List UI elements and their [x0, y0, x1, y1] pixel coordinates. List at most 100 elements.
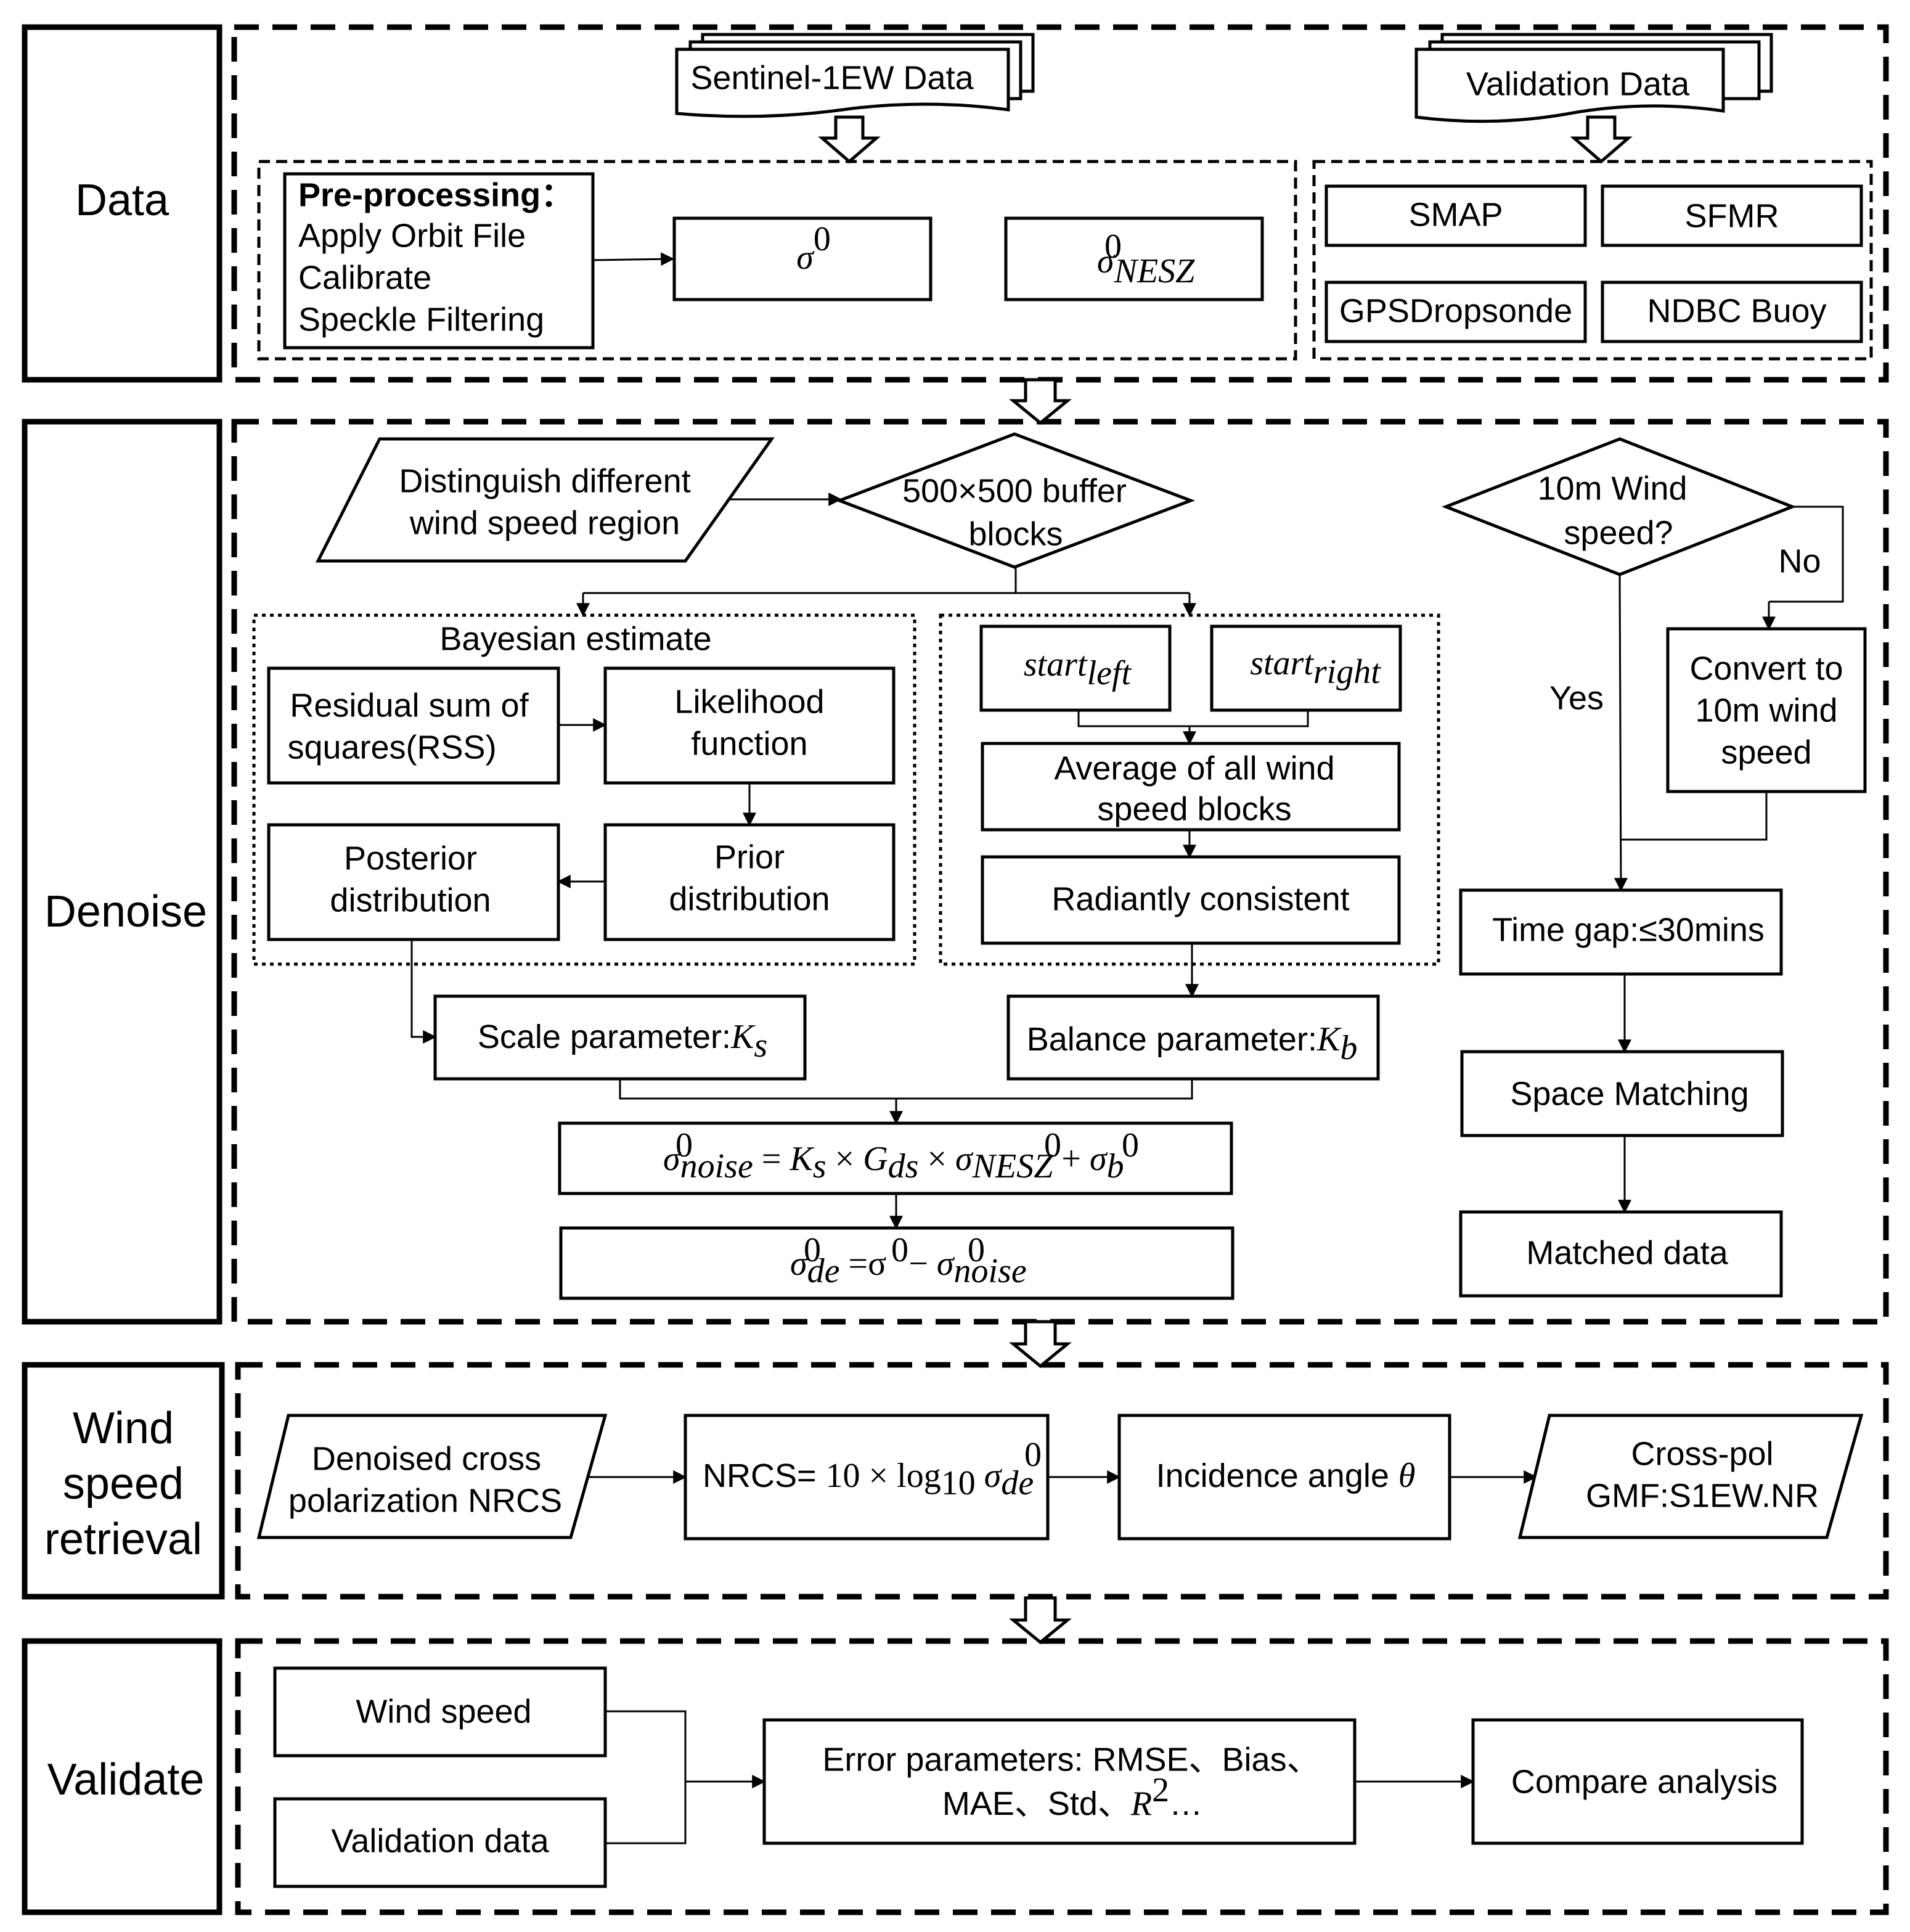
svg-text:Validate: Validate — [47, 1755, 205, 1804]
section-label-wind-speed-retrieval: Wind speed retrieval — [22, 1362, 225, 1600]
hollow-arrow-data-to-denoise — [1008, 378, 1072, 425]
svg-text:Distinguish different: Distinguish different — [399, 462, 690, 499]
ndbc-buoy-box: NDBC Buoy — [1601, 280, 1863, 343]
posterior-box: Posterior distribution — [267, 823, 560, 941]
svg-text:0: 0 — [1104, 227, 1122, 266]
svg-text:speed blocks: speed blocks — [1097, 790, 1291, 827]
svg-text:GMF:S1EW.NR: GMF:S1EW.NR — [1586, 1477, 1819, 1514]
denoised-formula-sup-2: 0 — [891, 1231, 908, 1269]
denoised-formula-box: 0 0 0 σde =σ − σnoise — [559, 1226, 1235, 1300]
svg-text:speed?: speed? — [1564, 514, 1673, 551]
svg-text:Pre-processing：: Pre-processing： — [298, 176, 574, 213]
svg-text:Speckle Filtering: Speckle Filtering — [298, 301, 544, 338]
validation-sources-group — [1312, 160, 1873, 361]
svg-text:Residual sum of: Residual sum of — [290, 687, 529, 724]
start-left-box: startleft — [979, 624, 1172, 712]
svg-text:Convert to: Convert to — [1689, 650, 1843, 687]
denoised-formula: σde =σ − σnoise — [790, 1245, 1027, 1290]
svg-text:GPSDropsonde: GPSDropsonde — [1339, 292, 1572, 329]
validation-data-box: Validation data — [273, 1797, 607, 1888]
svg-text:Matched data: Matched data — [1526, 1234, 1728, 1271]
svg-text:Validation data: Validation data — [331, 1822, 549, 1859]
noise-formula-sup-1: 0 — [675, 1126, 693, 1165]
frame-validate — [235, 1638, 1889, 1915]
svg-text:MAE、Std、R2…: MAE、Std、R2… — [942, 1771, 1202, 1823]
denoised-formula-sup-3: 0 — [968, 1231, 985, 1269]
svg-text:squares(RSS): squares(RSS) — [287, 729, 496, 766]
nrcs-formula-prefix: NRCS= — [703, 1457, 826, 1494]
svg-text:speed: speed — [63, 1459, 184, 1508]
svg-text:10m Wind: 10m Wind — [1537, 470, 1687, 507]
svg-text:Space Matching: Space Matching — [1510, 1075, 1749, 1112]
svg-text:startright: startright — [1250, 644, 1381, 691]
svg-text:Balance parameter:Kb: Balance parameter:Kb — [1027, 1020, 1358, 1067]
error-parameters-box: Error parameters: RMSE、Bias、 MAE、Std、R2… — [762, 1718, 1357, 1845]
time-gap-box: Time gap:≤30mins — [1459, 888, 1783, 976]
compare-analysis-box: Compare analysis — [1471, 1718, 1804, 1845]
convert-10m-box: Convert to 10m wind speed — [1666, 627, 1867, 793]
svg-text:Apply Orbit File: Apply Orbit File — [298, 217, 526, 254]
noise-formula-sup-2: 0 — [1044, 1126, 1061, 1165]
connector-validate-inputs — [605, 1710, 687, 1844]
svg-text:Incidence angle θ: Incidence angle θ — [1156, 1457, 1416, 1495]
svg-text:Time gap:≤30mins: Time gap:≤30mins — [1492, 911, 1765, 948]
section-label-data: Data — [22, 24, 222, 383]
svg-text:distribution: distribution — [669, 880, 830, 917]
likelihood-box: Likelihood function — [603, 666, 896, 785]
svg-text:polarization NRCS: polarization NRCS — [288, 1482, 562, 1519]
sentinel-data-document: Sentinel-1EW Data — [675, 33, 1035, 118]
svg-text:wind speed region: wind speed region — [409, 504, 680, 541]
radiantly-consistent-box: Radiantly consistent — [981, 855, 1401, 945]
denoised-formula-sup-1: 0 — [804, 1231, 821, 1269]
svg-text:SMAP: SMAP — [1408, 196, 1503, 233]
noise-formula-sup-3: 0 — [1122, 1126, 1139, 1165]
scale-parameter-box: Scale parameter:Ks — [433, 994, 807, 1081]
section-label-validate: Validate — [22, 1638, 222, 1915]
svg-text:Radiantly consistent: Radiantly consistent — [1051, 880, 1349, 917]
arrow-preprocess-to-sigma0 — [592, 252, 675, 266]
svg-text:speed: speed — [1721, 734, 1811, 771]
hollow-arrow-sentinel — [818, 115, 881, 164]
svg-text:Denoise: Denoise — [44, 887, 207, 936]
nrcs-formula: 10 × log — [826, 1457, 941, 1495]
noise-formula: σnoise = Ks × Gds × σNESZ + σb — [663, 1140, 1124, 1185]
connector-starts — [1077, 710, 1309, 727]
frame-data — [231, 24, 1889, 383]
matched-data-box: Matched data — [1459, 1210, 1783, 1298]
average-wind-blocks-box: Average of all wind speed blocks — [981, 742, 1401, 832]
svg-text:10m wind: 10m wind — [1695, 692, 1837, 729]
no-label: No — [1778, 542, 1821, 579]
noise-formula-box: 0 0 0 σnoise = Ks × Gds × σNESZ + σb — [558, 1121, 1233, 1195]
svg-text:Data: Data — [75, 176, 169, 225]
connector-params — [619, 1079, 1193, 1100]
bayesian-estimate-group — [252, 613, 916, 966]
yes-label: Yes — [1549, 679, 1604, 716]
bayesian-estimate-title: Bayesian estimate — [439, 620, 711, 657]
svg-text:Average of all wind: Average of all wind — [1054, 750, 1334, 787]
svg-text:Error parameters: RMSE、Bias、: Error parameters: RMSE、Bias、 — [822, 1741, 1320, 1778]
balance-parameter-box: Balance parameter:Kb — [1006, 994, 1380, 1081]
svg-text:Cross-pol: Cross-pol — [1631, 1435, 1773, 1472]
denoised-nrcs-input: Denoised cross polarization NRCS — [256, 1414, 608, 1539]
preprocess-group — [257, 160, 1297, 361]
svg-text:σNESZ: σNESZ — [1097, 242, 1195, 290]
space-matching-box: Space Matching — [1460, 1050, 1784, 1137]
sigma0-box: σ0 — [672, 216, 933, 301]
connector-convert-join — [1620, 792, 1768, 841]
svg-text:NDBC Buoy: NDBC Buoy — [1647, 292, 1826, 329]
svg-text:500×500 buffer: 500×500 buffer — [902, 472, 1127, 509]
frame-retrieval — [235, 1362, 1889, 1600]
hollow-arrow-retrieval-to-validate — [1008, 1596, 1072, 1645]
svg-text:Compare analysis: Compare analysis — [1511, 1763, 1777, 1800]
svg-text:Likelihood: Likelihood — [674, 683, 824, 720]
svg-text:Posterior: Posterior — [344, 840, 477, 877]
preprocessing-box: Pre-processing： Apply Orbit File Calibra… — [283, 172, 595, 350]
cross-pol-gmf-output: Cross-pol GMF:S1EW.NR — [1517, 1414, 1864, 1539]
sigma-nesz-box: 0 σNESZ — [1004, 216, 1264, 301]
svg-text:Wind: Wind — [73, 1404, 174, 1453]
svg-text:Scale parameter:Ks: Scale parameter:Ks — [478, 1018, 767, 1065]
rss-box: Residual sum of squares(RSS) — [267, 666, 560, 785]
svg-text:Wind speed: Wind speed — [356, 1693, 531, 1730]
start-right-box: startright — [1210, 624, 1402, 712]
svg-text:NRCS= 10 × log10 σde: NRCS= 10 × log10 σde — [703, 1457, 1034, 1502]
